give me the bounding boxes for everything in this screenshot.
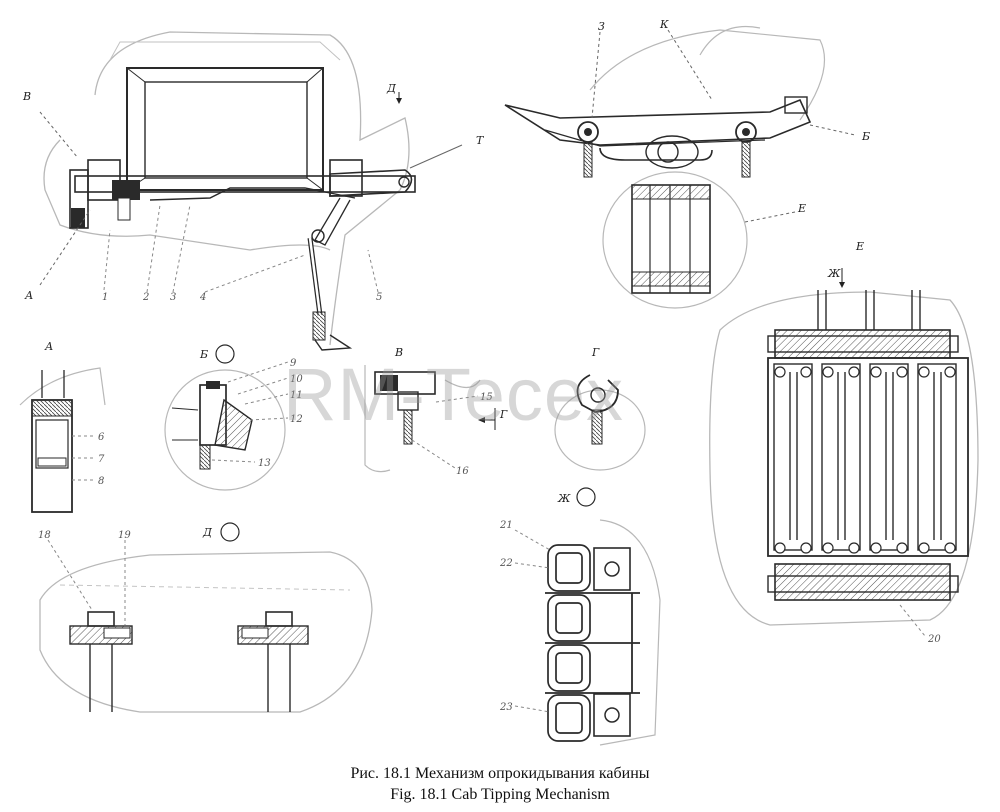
callout-5: 5 xyxy=(376,292,382,303)
detail-zh-title: Ж xyxy=(557,492,571,505)
detail-a: А 6 7 8 xyxy=(19,340,106,513)
callout-8: 8 xyxy=(98,476,104,487)
label-a: А xyxy=(24,289,33,302)
callout-13: 13 xyxy=(258,458,271,469)
detail-g-title: Г xyxy=(591,346,600,359)
callout-23: 23 xyxy=(499,702,513,713)
detail-e-title: Е xyxy=(855,240,864,253)
caption-english: Fig. 18.1 Cab Tipping Mechanism xyxy=(390,786,610,803)
watermark: RM-Tecex xyxy=(283,353,625,436)
callout-15: 15 xyxy=(480,392,493,403)
label-t: Т xyxy=(476,134,485,147)
callout-3: 3 xyxy=(170,292,176,303)
callout-11: 11 xyxy=(290,390,303,401)
callout-10: 10 xyxy=(290,374,303,385)
callout-9: 9 xyxy=(290,358,297,369)
callout-4: 4 xyxy=(199,292,206,303)
label-v: В xyxy=(22,90,31,103)
callout-18: 18 xyxy=(38,530,51,541)
detail-v: В Г 15 16 xyxy=(364,346,508,477)
detail-v-side-label: Г xyxy=(499,408,508,421)
label-d: Д xyxy=(386,82,397,95)
label-3: 3 xyxy=(598,20,605,33)
callout-22: 22 xyxy=(499,558,513,569)
detail-a-title: А xyxy=(44,340,53,353)
label-k: К xyxy=(659,18,669,31)
callout-6: 6 xyxy=(98,432,105,443)
callout-1: 1 xyxy=(102,292,108,303)
detail-g: Г xyxy=(554,346,646,471)
detail-zh: Ж 21 22 23 xyxy=(499,487,661,746)
label-b: Б xyxy=(861,130,870,143)
callout-2: 2 xyxy=(142,292,149,303)
main-view: В Д Т А 1 2 3 4 5 xyxy=(22,31,485,351)
detail-e-arrow-label: Ж xyxy=(827,267,841,280)
callout-19: 19 xyxy=(118,530,131,541)
callout-16: 16 xyxy=(456,466,469,477)
detail-b: Б 9 10 11 12 13 xyxy=(164,344,303,491)
detail-d-title: Д xyxy=(202,526,213,539)
label-e: Е xyxy=(797,202,806,215)
caption-russian: Рис. 18.1 Механизм опрокидывания кабины xyxy=(350,765,650,782)
callout-20: 20 xyxy=(927,634,941,645)
view-e-top: 3 К Б Е xyxy=(504,18,870,309)
detail-d: Д 18 19 xyxy=(38,522,373,713)
callout-21: 21 xyxy=(499,520,513,531)
detail-v-title: В xyxy=(394,346,403,359)
detail-b-title: Б xyxy=(199,348,208,361)
detail-e: Е Ж xyxy=(709,240,979,645)
callout-7: 7 xyxy=(98,454,105,465)
callout-12: 12 xyxy=(290,414,303,425)
